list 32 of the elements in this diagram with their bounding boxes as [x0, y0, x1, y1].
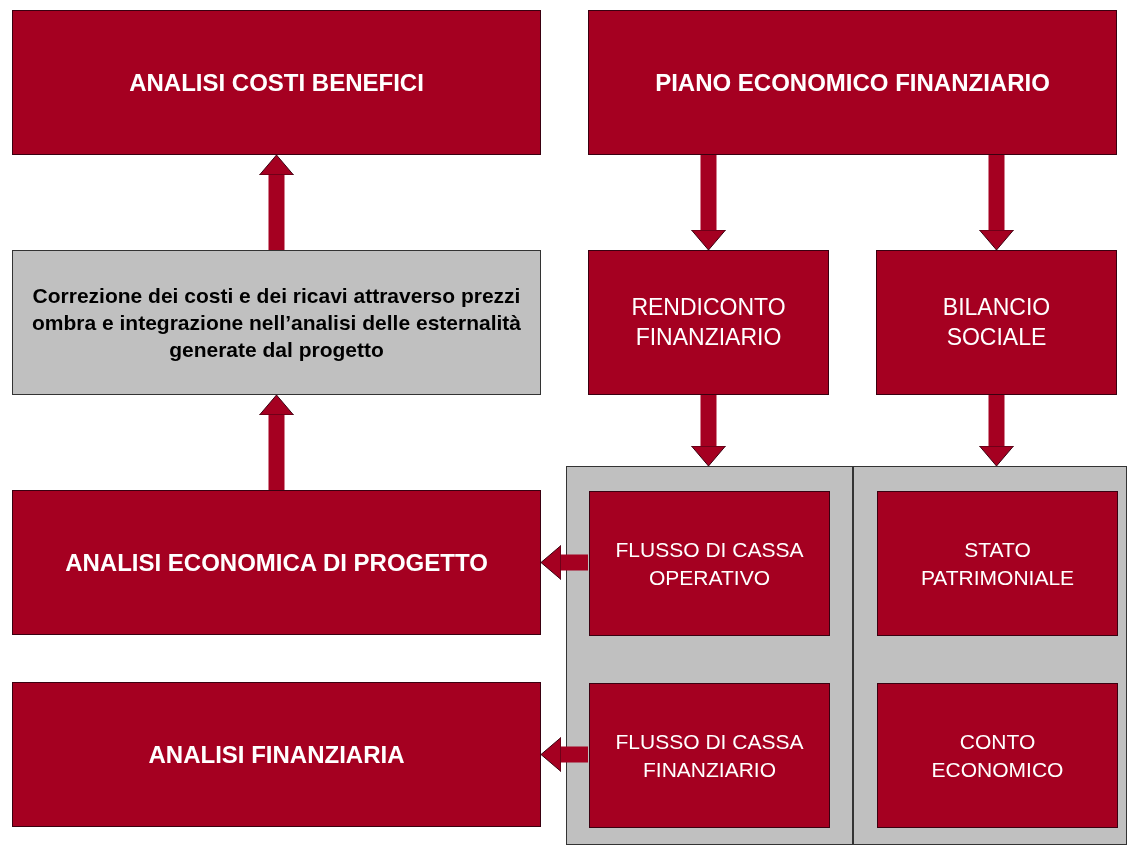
box-label: FLUSSO DI CASSA OPERATIVO [614, 537, 805, 591]
process-box [589, 491, 830, 636]
process-box [12, 682, 541, 827]
panel-background [566, 466, 853, 845]
box-label: CONTO ECONOMICO [930, 729, 1065, 783]
process-box [876, 250, 1117, 395]
box-label: FLUSSO DI CASSA FINANZIARIO [614, 729, 805, 783]
block-arrow [979, 155, 1014, 251]
block-arrow [540, 545, 588, 580]
box-label: ANALISI COSTI BENEFICI [128, 67, 425, 98]
block-arrow [979, 395, 1014, 467]
box-label: Correzione dei costi e dei ricavi attraverso prezzi ombra e integrazione nell’analisi delle esternalità generate dal progetto [31, 282, 522, 364]
box-label: ANALISI ECONOMICA DI PROGETTO [64, 547, 489, 578]
block-arrow [691, 395, 726, 467]
process-box [12, 10, 541, 155]
block-arrow [540, 737, 588, 772]
process-box [12, 490, 541, 635]
process-box [877, 683, 1118, 828]
block-arrow [259, 154, 294, 250]
note-box [12, 250, 541, 395]
process-box [877, 491, 1118, 636]
process-box [588, 250, 829, 395]
box-label: STATO PATRIMONIALE [919, 537, 1076, 591]
box-label: RENDICONTO FINANZIARIO [630, 292, 787, 352]
process-box [588, 10, 1117, 155]
panel-background [853, 466, 1127, 845]
box-label: BILANCIO SOCIALE [941, 292, 1052, 352]
box-label: ANALISI FINANZIARIA [147, 739, 406, 770]
process-box [589, 683, 830, 828]
block-arrow [691, 155, 726, 251]
block-arrow [259, 394, 294, 490]
box-label: PIANO ECONOMICO FINANZIARIO [654, 67, 1051, 98]
